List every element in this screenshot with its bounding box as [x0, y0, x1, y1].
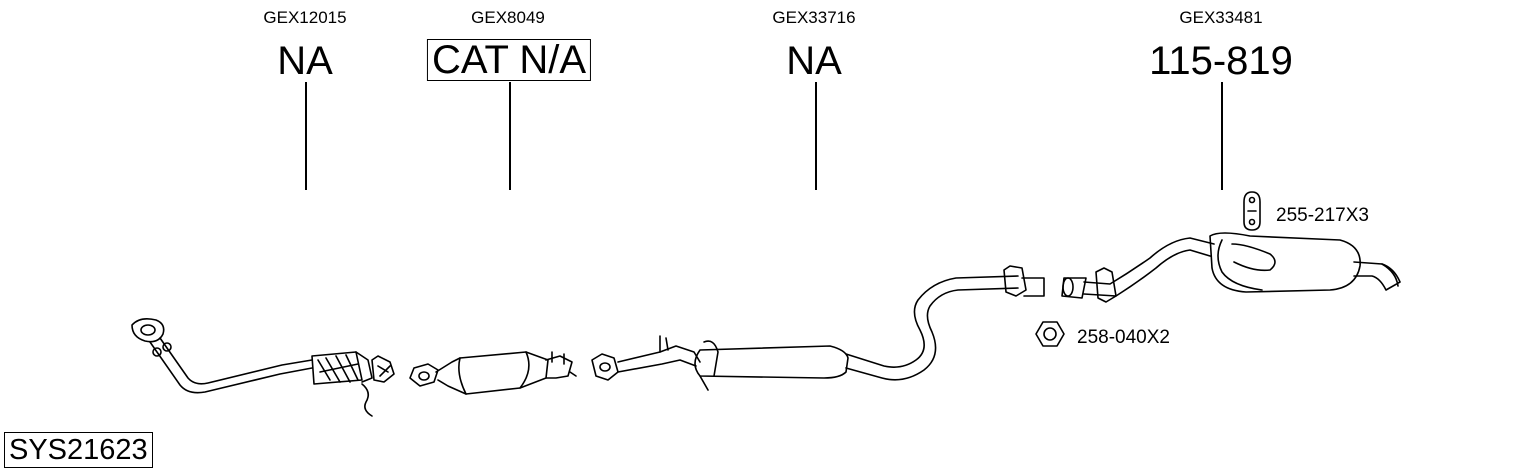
rear-silencer: [1061, 232, 1401, 303]
leader-line-1: [305, 82, 307, 190]
part-ref-2: CAT N/A: [426, 39, 592, 81]
leader-line-4: [1221, 82, 1223, 190]
nut-icon: [1035, 321, 1065, 347]
center-silencer-pipe: [591, 265, 1045, 391]
part-code-1: GEX12015: [263, 8, 347, 27]
system-id-badge: SYS21623: [4, 432, 153, 468]
part-ref-4: 115-819: [1149, 39, 1293, 83]
part-code-4: GEX33481: [1179, 8, 1263, 27]
nut-label: 258-040X2: [1077, 327, 1170, 348]
part-ref-1: NA: [277, 39, 333, 83]
mount-rubber-icon: [1243, 191, 1261, 231]
part-ref-3: NA: [786, 39, 842, 83]
catalytic-converter: [409, 351, 577, 395]
part-code-2: GEX8049: [471, 8, 545, 27]
leader-line-3: [815, 82, 817, 190]
leader-line-2: [509, 82, 511, 190]
part-code-3: GEX33716: [772, 8, 856, 27]
mount-rubber-label: 255-217X3: [1276, 205, 1369, 226]
front-pipe: [131, 318, 395, 417]
